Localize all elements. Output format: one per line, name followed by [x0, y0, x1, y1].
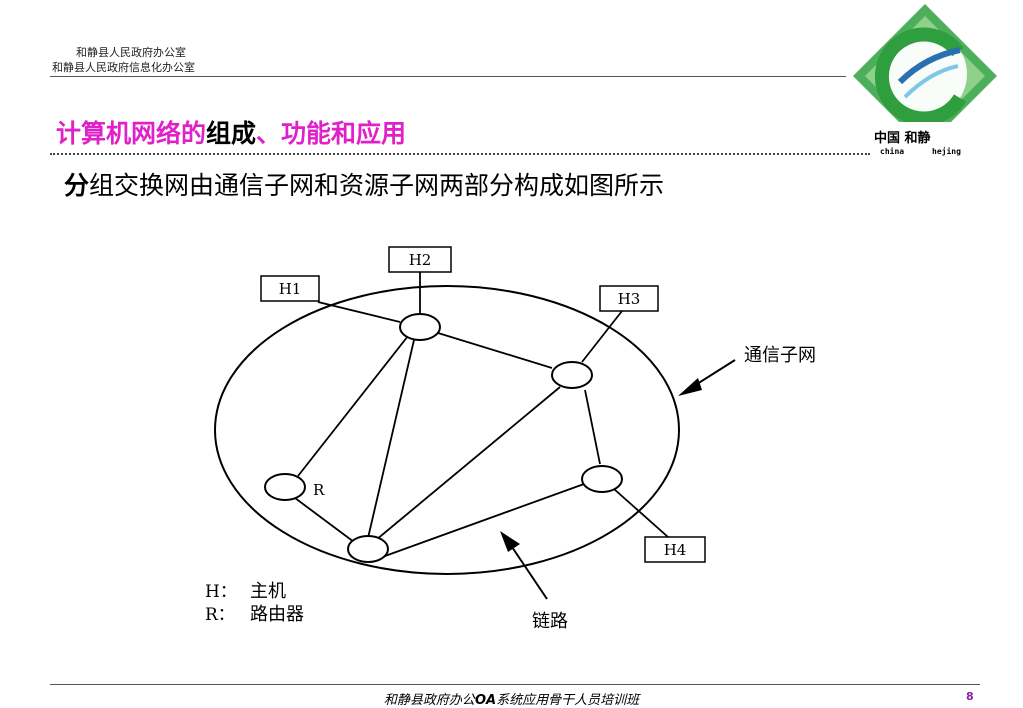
node-n4 [581, 465, 623, 493]
footer-prefix: 和静县政府办公 [383, 693, 475, 708]
link-arrow-head [500, 531, 520, 552]
footer-suffix: 系统应用骨干人员培训班 [496, 693, 640, 708]
link-h3-n3 [581, 310, 623, 363]
links [294, 272, 669, 557]
legend-router-value: 路由器 [250, 604, 304, 625]
host-h3-box [599, 285, 659, 312]
slide-subtitle: 分组交换网由通信子网和资源子网两部分构成如图所示 [64, 166, 664, 202]
title-part3: 、功能和应用 [256, 119, 407, 148]
router-label: R [313, 481, 325, 499]
router-node [264, 473, 306, 501]
link-label: 链路 [532, 611, 568, 632]
host-h1-box [260, 275, 320, 302]
link-r-n5 [294, 497, 355, 543]
subnet-label: 通信子网 [744, 345, 816, 366]
title-part2: 组成 [206, 119, 257, 148]
header-divider [50, 76, 846, 77]
host-h2-box [388, 246, 452, 273]
page-number: 8 [966, 690, 974, 703]
link-n2-n5 [367, 339, 415, 539]
host-boxes [260, 246, 706, 563]
logo-text-en-right: hejing [932, 146, 961, 156]
legend-host-key: H： [205, 582, 237, 602]
footer-text: 和静县政府办公OA系统应用骨干人员培训班 [0, 689, 1023, 708]
host-h4-label: H4 [664, 541, 687, 559]
subnet-arrow-head [678, 378, 702, 396]
title-part1: 计算机网络的 [56, 119, 207, 148]
link-h4-n4 [613, 488, 669, 538]
link-n2-n3 [437, 332, 553, 369]
legend-router-key: R： [205, 605, 235, 625]
node-n3 [551, 361, 593, 389]
nodes [264, 313, 623, 563]
link-n3-n4 [584, 389, 601, 465]
host-h4-box [644, 536, 706, 563]
logo-text-en-left: china [880, 146, 904, 156]
subtitle-rest: 组交换网由通信子网和资源子网两部分构成如图所示 [89, 171, 665, 200]
title-dotted-divider [50, 153, 870, 155]
host-h2-label: H2 [409, 251, 432, 269]
node-n5 [347, 535, 389, 563]
subtitle-first-char: 分 [64, 171, 90, 200]
link-n2-r [297, 335, 409, 477]
header-org-line1: 和静县人民政府办公室 [76, 46, 186, 59]
footer-oa: OA [474, 693, 497, 708]
host-h1-label: H1 [279, 280, 302, 298]
slide-title: 计算机网络的组成、功能和应用 [56, 114, 406, 150]
header-org-line2: 和静县人民政府信息化办公室 [52, 61, 195, 74]
node-n2 [399, 313, 441, 341]
host-h3-label: H3 [618, 290, 641, 308]
logo-text-cn: 中国 和静 [874, 130, 931, 146]
link-n4-n5 [384, 483, 585, 557]
subnet-ellipse [214, 285, 680, 575]
footer-divider [50, 684, 980, 685]
link-n3-n5 [375, 386, 561, 541]
hejing-logo-icon: 中国 和静 china hejing [850, 4, 1000, 162]
link-arrow-line [509, 543, 548, 600]
legend-host-value: 主机 [250, 581, 286, 602]
link-h1-n2 [317, 301, 401, 323]
